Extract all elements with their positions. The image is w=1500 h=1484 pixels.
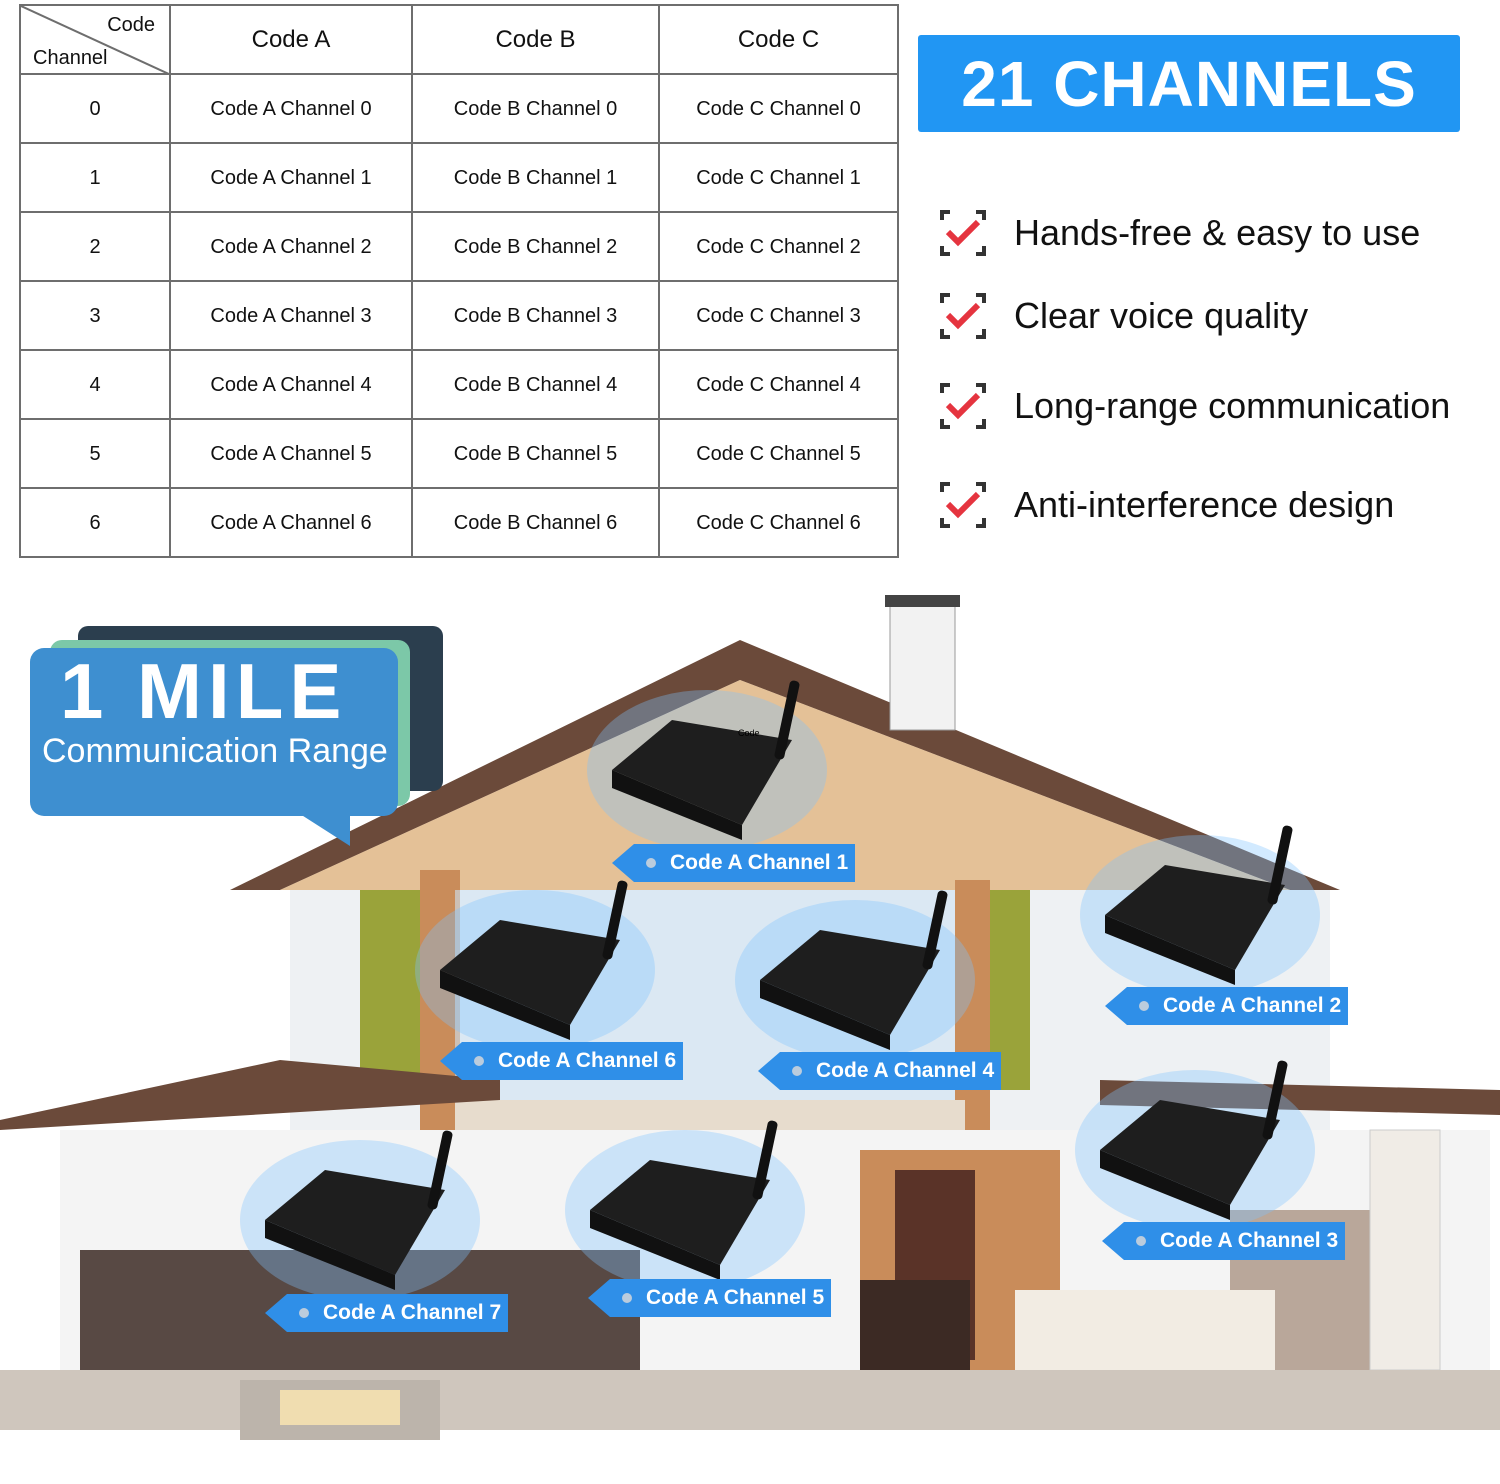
channel-number: 2 [19,211,171,282]
channel-tag-label: Code A Channel 2 [1163,994,1342,1017]
range-title: 1 MILE [60,647,348,735]
channel-cell: Code C Channel 6 [658,487,899,558]
intercom-device [240,1130,480,1300]
channel-tag-label: Code A Channel 1 [670,851,849,874]
channel-tag-label: Code A Channel 7 [323,1301,502,1324]
channel-tag-label: Code A Channel 6 [498,1049,677,1072]
feature-item: Long-range communication [940,383,1450,429]
channel-cell: Code C Channel 0 [658,73,899,144]
bubble-front [30,648,398,816]
check-icon [940,383,986,429]
channel-number: 1 [19,142,171,213]
feature-item: Clear voice quality [940,293,1308,339]
channel-cell: Code C Channel 4 [658,349,899,420]
dot-icon [1139,1001,1149,1011]
channel-cell: Code A Channel 3 [169,280,413,351]
channel-tag-label: Code A Channel 4 [816,1059,995,1082]
bubble-tail [300,814,350,846]
channel-number: 3 [19,280,171,351]
diagonal-line [21,6,171,75]
channel-tag-label: Code A Channel 5 [646,1286,825,1309]
channel-cell: Code A Channel 1 [169,142,413,213]
channel-cell: Code A Channel 0 [169,73,413,144]
intercom-device [415,880,655,1050]
channel-cell: Code B Channel 5 [411,418,660,489]
channel-cell: Code C Channel 2 [658,211,899,282]
channel-cell: Code B Channel 6 [411,487,660,558]
intercom-device [735,890,975,1060]
check-icon [940,210,986,256]
intercom-device [1080,825,1320,995]
device-text: Code [738,728,760,738]
check-icon [940,482,986,528]
channel-tag: Code A Channel 7 [265,1294,508,1332]
channel-cell: Code A Channel 5 [169,418,413,489]
channel-tag: Code A Channel 6 [440,1042,683,1080]
channel-label: Channel [33,47,108,69]
channel-tag: Code A Channel 2 [1105,987,1348,1025]
channel-tag: Code A Channel 4 [758,1052,1001,1090]
dot-icon [622,1293,632,1303]
intercom-device [587,680,827,850]
channel-number: 5 [19,418,171,489]
dot-icon [792,1066,802,1076]
code-label: Code [107,14,155,36]
dot-icon [299,1308,309,1318]
channel-tag-label: Code A Channel 3 [1160,1229,1339,1252]
feature-item: Hands-free & easy to use [940,210,1420,256]
dot-icon [1136,1236,1146,1246]
channel-cell: Code B Channel 3 [411,280,660,351]
channel-tag: Code A Channel 3 [1102,1222,1345,1260]
roof [230,640,1340,890]
dot-icon [474,1056,484,1066]
channel-number: 4 [19,349,171,420]
channel-cell: Code A Channel 2 [169,211,413,282]
intercom-device [1075,1060,1315,1230]
header-code-a: Code A [169,4,413,75]
feature-label: Long-range communication [1014,385,1451,426]
channel-cell: Code C Channel 1 [658,142,899,213]
chimney [889,599,956,731]
check-icon [940,293,986,339]
intercom-device [565,1120,805,1290]
channel-tag: Code A Channel 5 [588,1279,831,1317]
channel-tag: Code A Channel 1 [612,844,855,882]
channel-cell: Code B Channel 2 [411,211,660,282]
corner-header: Code Channel [19,4,171,75]
channel-number: 6 [19,487,171,558]
channel-cell: Code C Channel 3 [658,280,899,351]
range-subtitle: Communication Range [42,732,388,770]
channel-number: 0 [19,73,171,144]
channel-cell: Code B Channel 0 [411,73,660,144]
channel-cell: Code A Channel 4 [169,349,413,420]
feature-label: Anti-interference design [1014,484,1395,525]
feature-label: Hands-free & easy to use [1014,212,1421,253]
channel-cell: Code C Channel 5 [658,418,899,489]
channel-cell: Code A Channel 6 [169,487,413,558]
channels-banner: 21 CHANNELS [918,35,1460,132]
feature-item: Anti-interference design [940,482,1394,528]
channel-cell: Code B Channel 4 [411,349,660,420]
header-code-c: Code C [658,4,899,75]
channel-cell: Code B Channel 1 [411,142,660,213]
feature-label: Clear voice quality [1014,295,1309,336]
header-code-b: Code B [411,4,660,75]
dot-icon [646,858,656,868]
